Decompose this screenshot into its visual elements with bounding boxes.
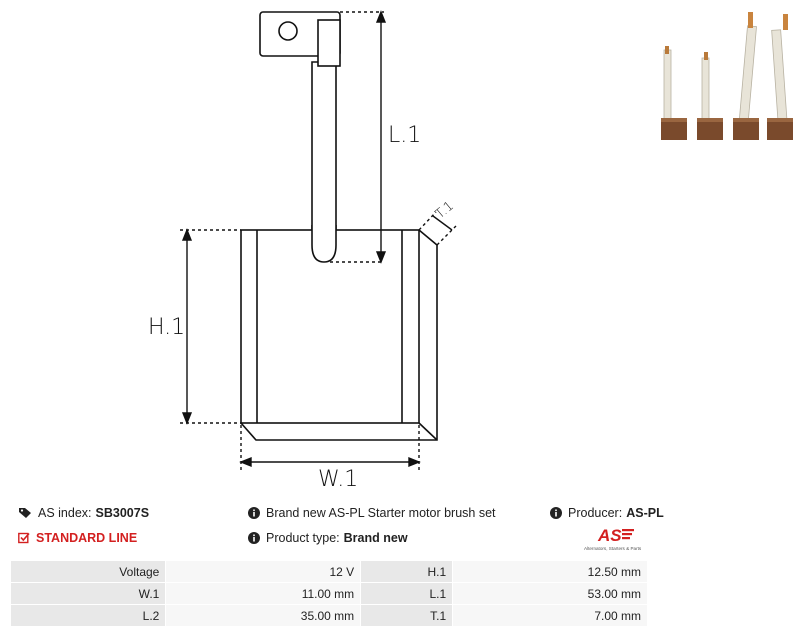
spec-value: 12 V [166,561,361,582]
as-pl-logo: AS Alternators, Starters & Parts [584,526,642,551]
product-type-value: Brand new [343,531,408,545]
producer: Producer: AS-PL [550,506,664,520]
product-photo [661,12,793,140]
as-index-value: SB3007S [95,506,150,520]
wire-crimp [317,19,341,67]
description-text: Brand new AS-PL Starter motor brush set [266,506,496,520]
as-index-label: AS index: [38,506,92,520]
brush-2 [697,52,723,140]
producer-value: AS-PL [626,506,664,520]
spec-value: 7.00 mm [453,605,647,626]
svg-text:AS: AS [597,526,622,545]
tag-icon [19,508,31,518]
checkbox-checked-icon [18,532,30,544]
info-icon [248,532,260,544]
spec-key: W.1 [11,583,166,604]
technical-drawing: L.1 H.1 W.1 T.1 [148,10,457,490]
info-icon [550,507,562,519]
svg-text:Alternators, Starters & Parts: Alternators, Starters & Parts [584,546,642,551]
spec-key: L.1 [361,583,453,604]
spec-key: H.1 [361,561,453,582]
label-w1: W.1 [318,467,358,490]
standard-line-label: STANDARD LINE [36,531,138,545]
producer-label: Producer: [568,506,623,520]
info-icon [248,507,260,519]
product-type: Product type: Brand new [248,531,408,545]
spec-value: 53.00 mm [453,583,647,604]
brush-1 [661,46,687,140]
spec-key: L.2 [11,605,166,626]
label-h1: H.1 [148,315,185,340]
spec-value: 35.00 mm [166,605,361,626]
brush-3 [733,12,759,140]
spec-key: Voltage [11,561,166,582]
standard-line: STANDARD LINE [18,531,137,545]
spec-value: 12.50 mm [453,561,647,582]
spec-key: T.1 [361,605,453,626]
label-l1: L.1 [388,123,421,148]
description: Brand new AS-PL Starter motor brush set [248,506,496,520]
brush-4 [767,14,793,140]
spec-value: 11.00 mm [166,583,361,604]
product-type-label: Product type: [266,531,340,545]
as-index: AS index: SB3007S [18,506,149,520]
terminal-hole [278,21,298,41]
